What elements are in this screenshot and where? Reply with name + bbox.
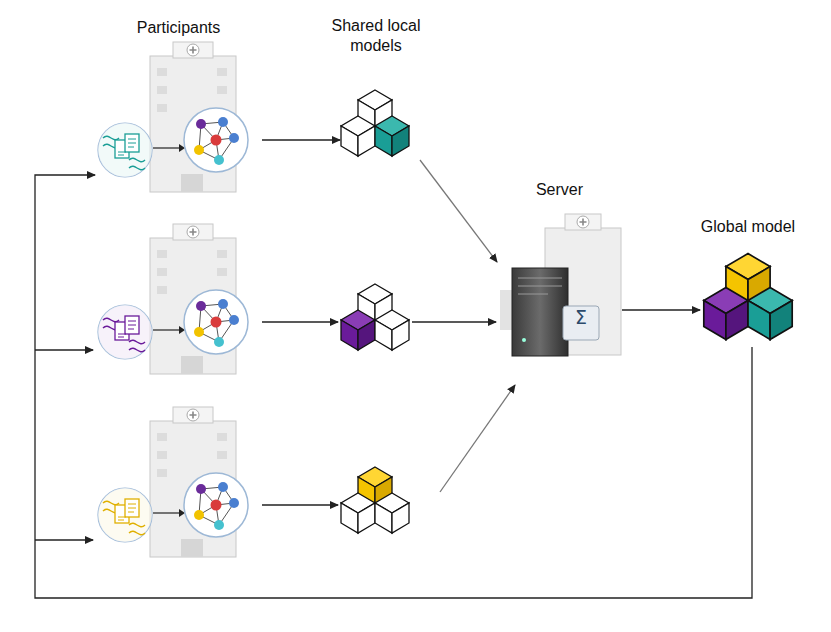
column-heading: Global model bbox=[683, 217, 813, 237]
flow-arrow bbox=[622, 309, 700, 310]
flow-arrow bbox=[35, 175, 752, 598]
column-heading: Shared local models bbox=[321, 16, 431, 56]
global-model-node: Global model bbox=[700, 255, 796, 347]
flow-arrow bbox=[420, 160, 497, 262]
server-node: ServerΣ bbox=[497, 214, 622, 356]
hospital-node: Participants bbox=[95, 42, 262, 192]
column-heading: Server bbox=[500, 180, 620, 200]
sum-symbol: Σ bbox=[563, 306, 599, 328]
column-heading: Participants bbox=[99, 18, 259, 38]
flow-arrow bbox=[262, 139, 340, 140]
local-model-node: Shared local models bbox=[340, 92, 412, 160]
